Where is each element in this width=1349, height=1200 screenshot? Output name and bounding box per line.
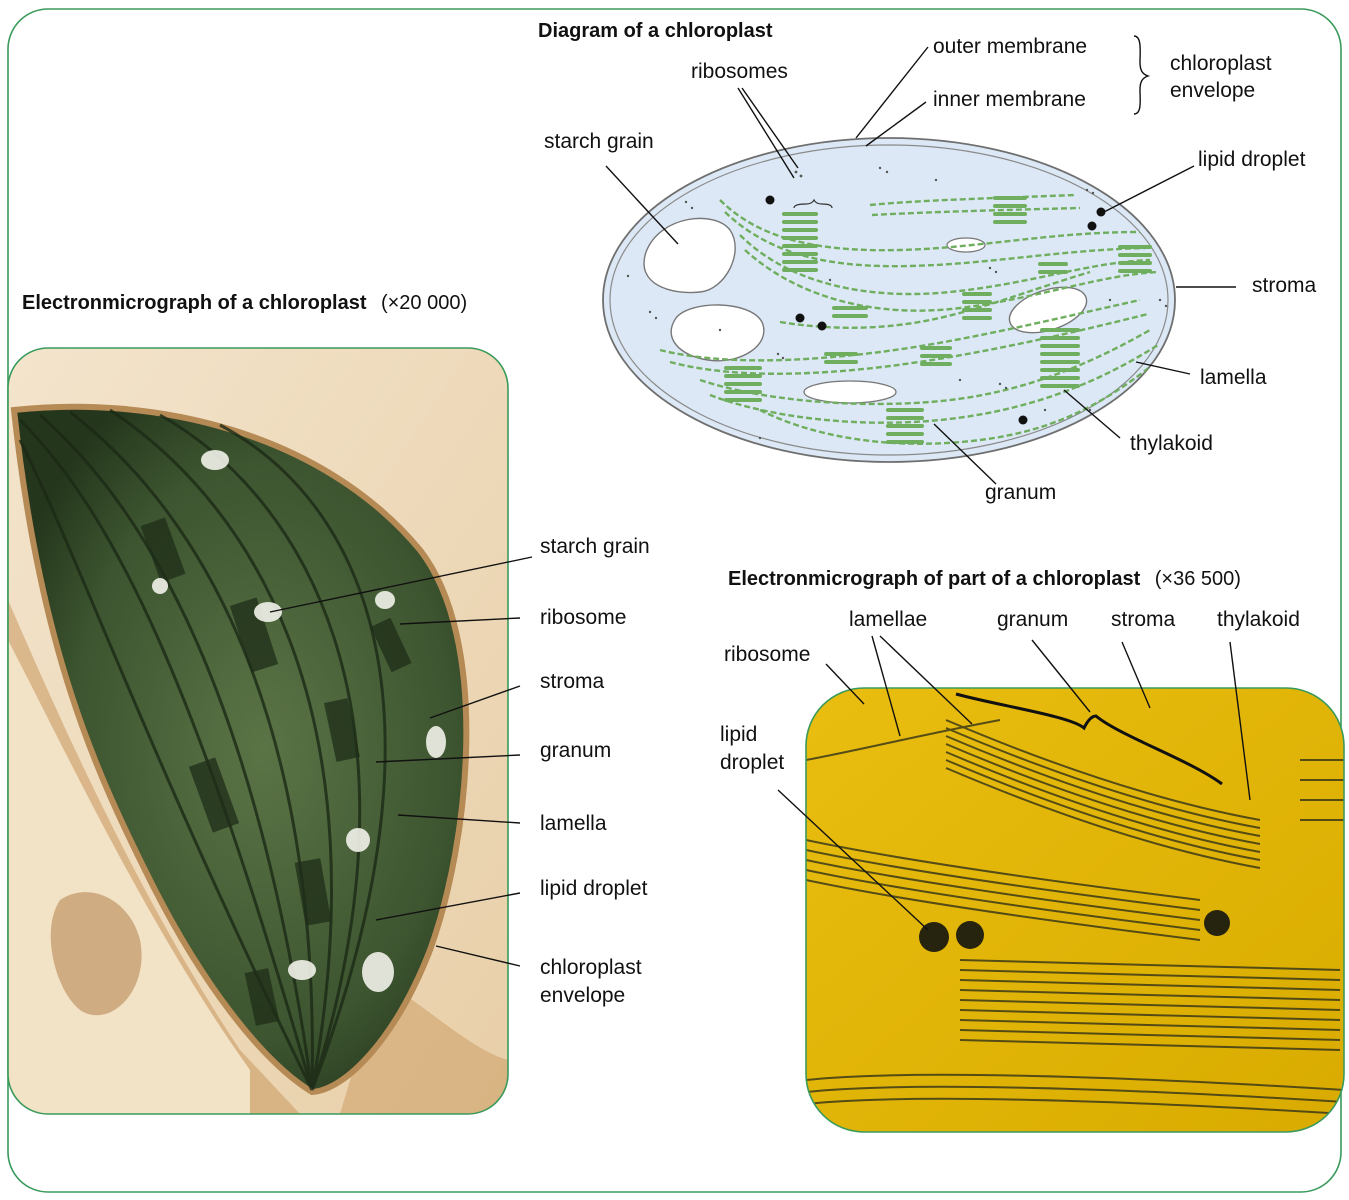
label-ribosomes: ribosomes — [691, 60, 788, 83]
label-chloroplast-envelope-2: envelope — [1170, 79, 1255, 102]
micrograph-part-heading: Electronmicrograph of part of a chloropl… — [728, 568, 1241, 590]
part-lipid-droplet-shape — [1204, 910, 1230, 936]
part-lipid-droplet-shape — [956, 921, 984, 949]
label-whole-granum: granum — [540, 739, 611, 762]
label-part-lipid-droplet-1: lipid — [720, 723, 757, 746]
label-lipid-droplet: lipid droplet — [1198, 148, 1306, 171]
label-whole-stroma: stroma — [540, 670, 605, 693]
lipid-droplet-shape — [1088, 222, 1097, 231]
label-thylakoid: thylakoid — [1130, 432, 1213, 455]
label-starch-grain: starch grain — [544, 130, 654, 153]
label-outer-membrane: outer membrane — [933, 35, 1087, 58]
starch-grain-shape-5 — [804, 381, 896, 403]
label-granum: granum — [985, 481, 1056, 504]
label-part-stroma: stroma — [1111, 608, 1176, 631]
label-whole-chloroplast-envelope-1: chloroplast — [540, 956, 642, 979]
leader-lipid-droplet — [1104, 166, 1194, 212]
label-part-lipid-droplet-2: droplet — [720, 751, 784, 774]
micrograph-whole-heading: Electronmicrograph of a chloroplast (×20… — [22, 292, 467, 314]
envelope-brace — [1134, 36, 1148, 114]
label-stroma: stroma — [1252, 274, 1317, 297]
lipid-droplet-shape — [796, 314, 805, 323]
label-whole-lamella: lamella — [540, 812, 607, 835]
label-inner-membrane: inner membrane — [933, 88, 1086, 111]
leader-outer-membrane — [856, 47, 928, 138]
label-whole-ribosome: ribosome — [540, 606, 626, 629]
micrograph-whole-magnification: (×20 000) — [381, 292, 467, 314]
label-chloroplast-envelope-1: chloroplast — [1170, 52, 1272, 75]
label-part-granum: granum — [997, 608, 1068, 631]
label-whole-chloroplast-envelope-2: envelope — [540, 984, 625, 1007]
outer-membrane-shape — [603, 138, 1175, 462]
micrograph-part: Electronmicrograph of part of a chloropl… — [720, 568, 1344, 1132]
lipid-droplet-shape — [818, 322, 827, 331]
label-part-lamellae: lamellae — [849, 608, 927, 631]
micrograph-part-title: Electronmicrograph of part of a chloropl… — [728, 568, 1141, 590]
chloroplast-diagram: Diagram of a chloroplast — [538, 20, 1317, 504]
micrograph-part-magnification: (×36 500) — [1155, 568, 1241, 590]
starch-grain-shape-2 — [671, 305, 764, 361]
micrograph-whole: Electronmicrograph of a chloroplast (×20… — [8, 292, 650, 1114]
lipid-droplet-shape — [1019, 416, 1028, 425]
label-whole-lipid-droplet: lipid droplet — [540, 877, 648, 900]
micrograph-whole-title: Electronmicrograph of a chloroplast — [22, 292, 367, 314]
label-part-thylakoid: thylakoid — [1217, 608, 1300, 631]
lipid-droplet-shape — [766, 196, 775, 205]
label-lamella: lamella — [1200, 366, 1267, 389]
label-whole-starch-grain: starch grain — [540, 535, 650, 558]
diagram-title: Diagram of a chloroplast — [538, 20, 773, 42]
label-part-ribosome: ribosome — [724, 643, 810, 666]
